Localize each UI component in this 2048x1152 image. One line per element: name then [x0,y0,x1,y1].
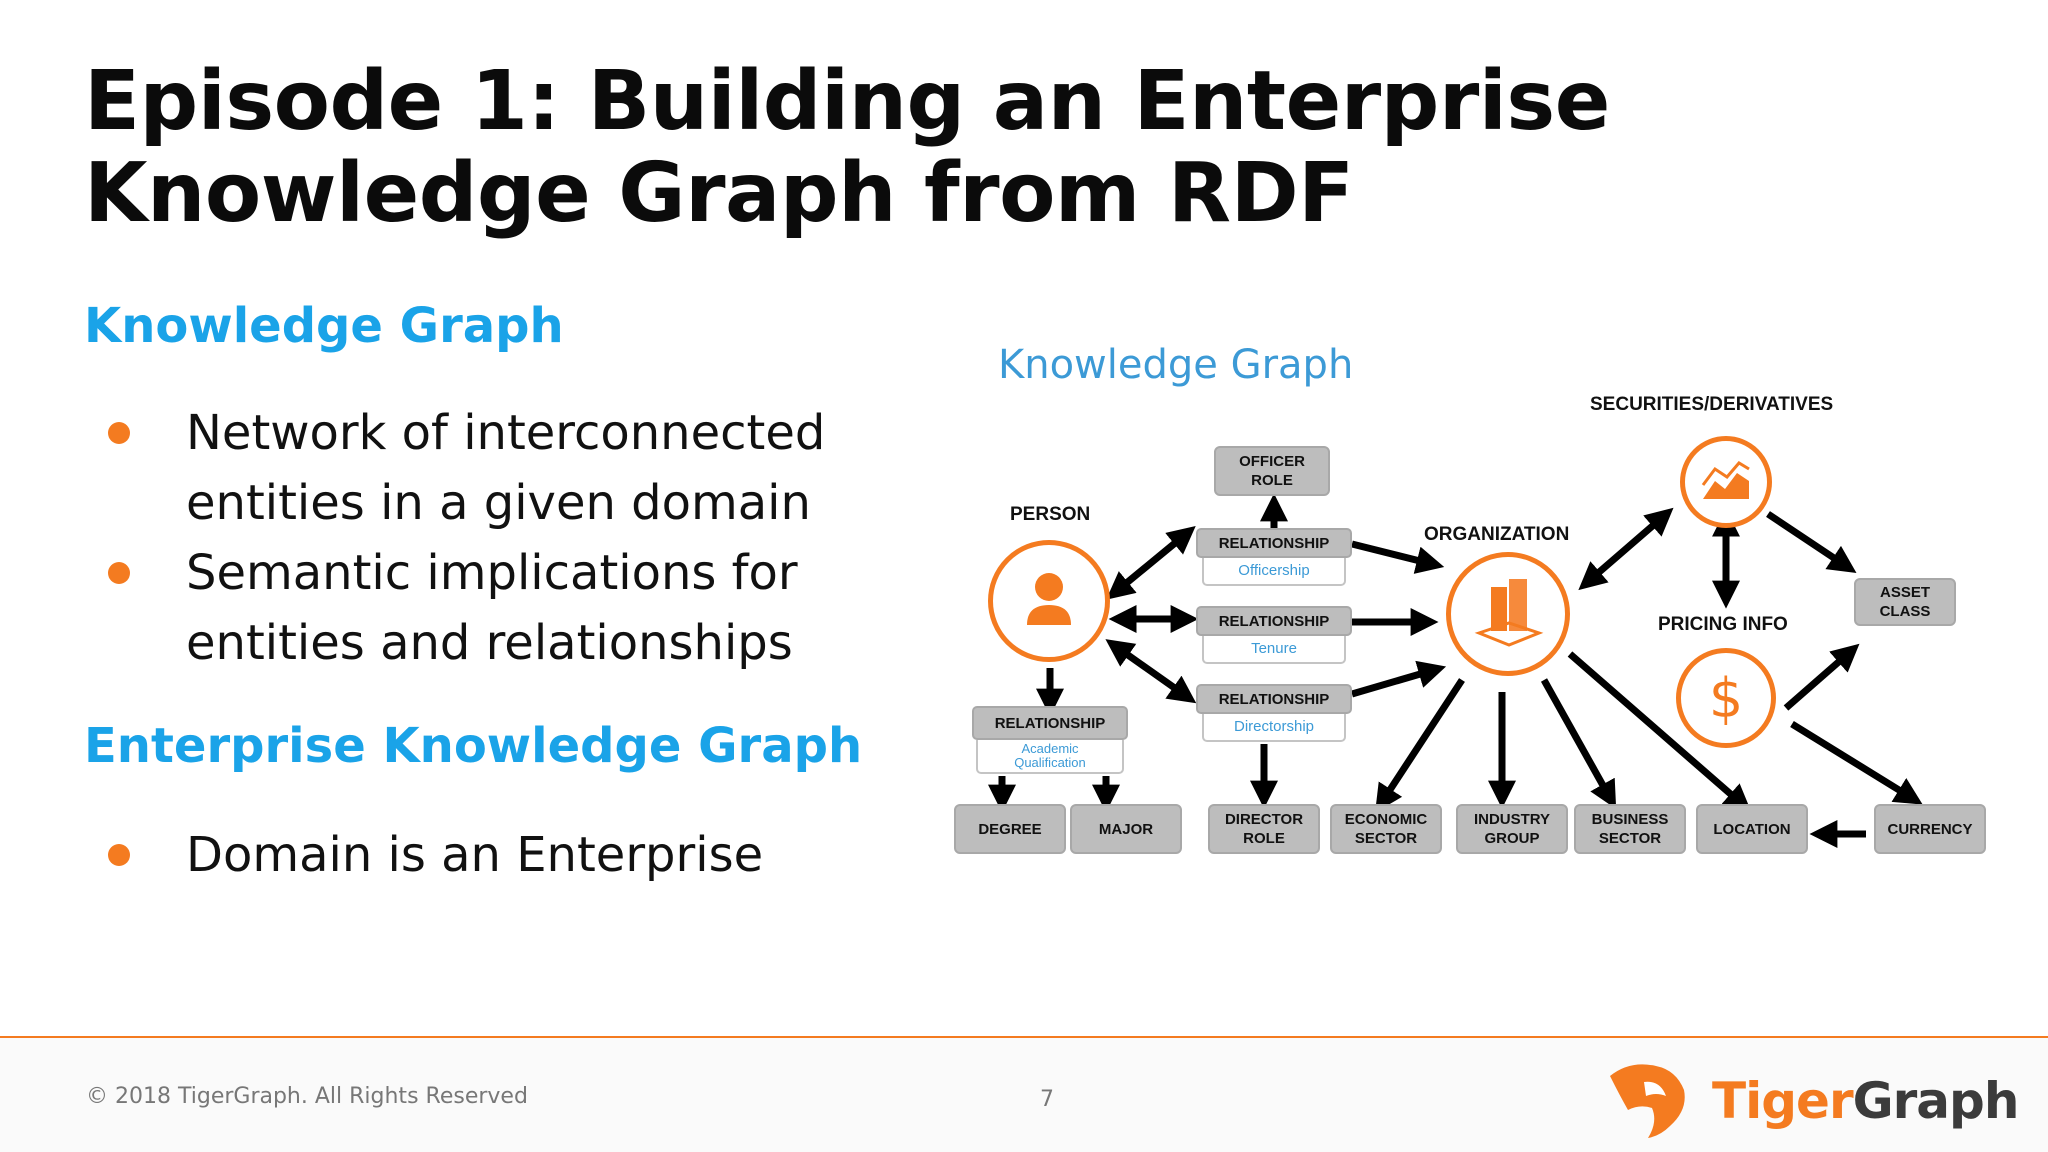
relationship-academic-head: RELATIONSHIP [972,706,1128,740]
securities-label: SECURITIES/DERIVATIVES [1590,394,1834,415]
arrow [1790,721,1923,805]
arrow [1351,540,1445,574]
brand-part-tiger: Tiger [1712,1072,1854,1130]
page-number: 7 [1040,1087,1054,1112]
diagram-title: Knowledge Graph [998,342,1354,388]
person-icon [988,540,1110,662]
bullet-dot-icon [108,562,130,584]
major-node: MAJOR [1070,804,1182,854]
person-label: PERSON [1010,504,1091,525]
building-icon [1446,552,1570,676]
asset-class-node: ASSET CLASS [1854,578,1956,626]
bullet-item: Semantic implications for entities and r… [100,538,920,678]
relationship-directorship-head: RELATIONSHIP [1196,684,1352,714]
tigergraph-logo: TigerGraph [1600,1056,2019,1140]
arrow [1766,511,1857,573]
bullet-dot-icon [108,844,130,866]
bullet-dot-icon [108,422,130,444]
relationship-directorship-sub: Directorship [1202,714,1346,742]
footer [0,1038,2048,1152]
knowledge-graph-diagram: Knowledge Graph PERSON ORGANIZATION SECU… [946,334,1986,890]
arrow [1105,639,1197,704]
arrow [1540,678,1617,809]
director-role-node: DIRECTOR ROLE [1208,804,1320,854]
tiger-logo-icon [1610,1064,1685,1138]
diagram-arrows [988,493,1923,848]
relationship-tenure-sub: Tenure [1202,636,1346,664]
arrow [1567,651,1752,813]
arrow [1783,643,1860,711]
dollar-icon: $ [1676,648,1776,748]
degree-node: DEGREE [954,804,1066,854]
slide-title: Episode 1: Building an Enterprise Knowle… [84,54,1610,241]
bullet-item: Domain is an Enterprise [100,820,920,890]
section-heading-enterprise-knowledge-graph: Enterprise Knowledge Graph [84,718,863,774]
arrow [1375,678,1465,813]
brand-part-graph: Graph [1852,1072,2020,1130]
bullet-list-knowledge-graph: Network of interconnected entities in a … [100,398,920,678]
footer-copyright: © 2018 TigerGraph. All Rights Reserved [86,1084,528,1109]
currency-node: CURRENCY [1874,804,1986,854]
bullet-text: Network of interconnected entities in a … [186,405,826,531]
relationship-tenure-head: RELATIONSHIP [1196,606,1352,636]
chart-trend-icon [1680,436,1772,528]
bullet-text: Semantic implications for entities and r… [186,545,798,671]
relationship-officership-head: RELATIONSHIP [1196,528,1352,558]
arrow [1351,660,1447,698]
bullet-item: Network of interconnected entities in a … [100,398,920,538]
relationship-officership-sub: Officership [1202,558,1346,586]
section-heading-knowledge-graph: Knowledge Graph [84,298,564,354]
bullet-text: Domain is an Enterprise [186,827,764,883]
pricing-info-label: PRICING INFO [1658,614,1788,635]
arrow [1106,525,1196,600]
relationship-academic-sub: Academic Qualification [976,740,1124,774]
economic-sector-node: ECONOMIC SECTOR [1330,804,1442,854]
arrow [1578,507,1674,591]
location-node: LOCATION [1696,804,1808,854]
bullet-list-enterprise: Domain is an Enterprise [100,820,920,890]
svg-text:$: $ [1709,667,1743,730]
officer-role-node: OFFICER ROLE [1214,446,1330,496]
industry-group-node: INDUSTRY GROUP [1456,804,1568,854]
organization-label: ORGANIZATION [1424,524,1570,545]
business-sector-node: BUSINESS SECTOR [1574,804,1686,854]
brand-name: TigerGraph [1712,1072,2020,1130]
footer-divider [0,1036,2048,1038]
